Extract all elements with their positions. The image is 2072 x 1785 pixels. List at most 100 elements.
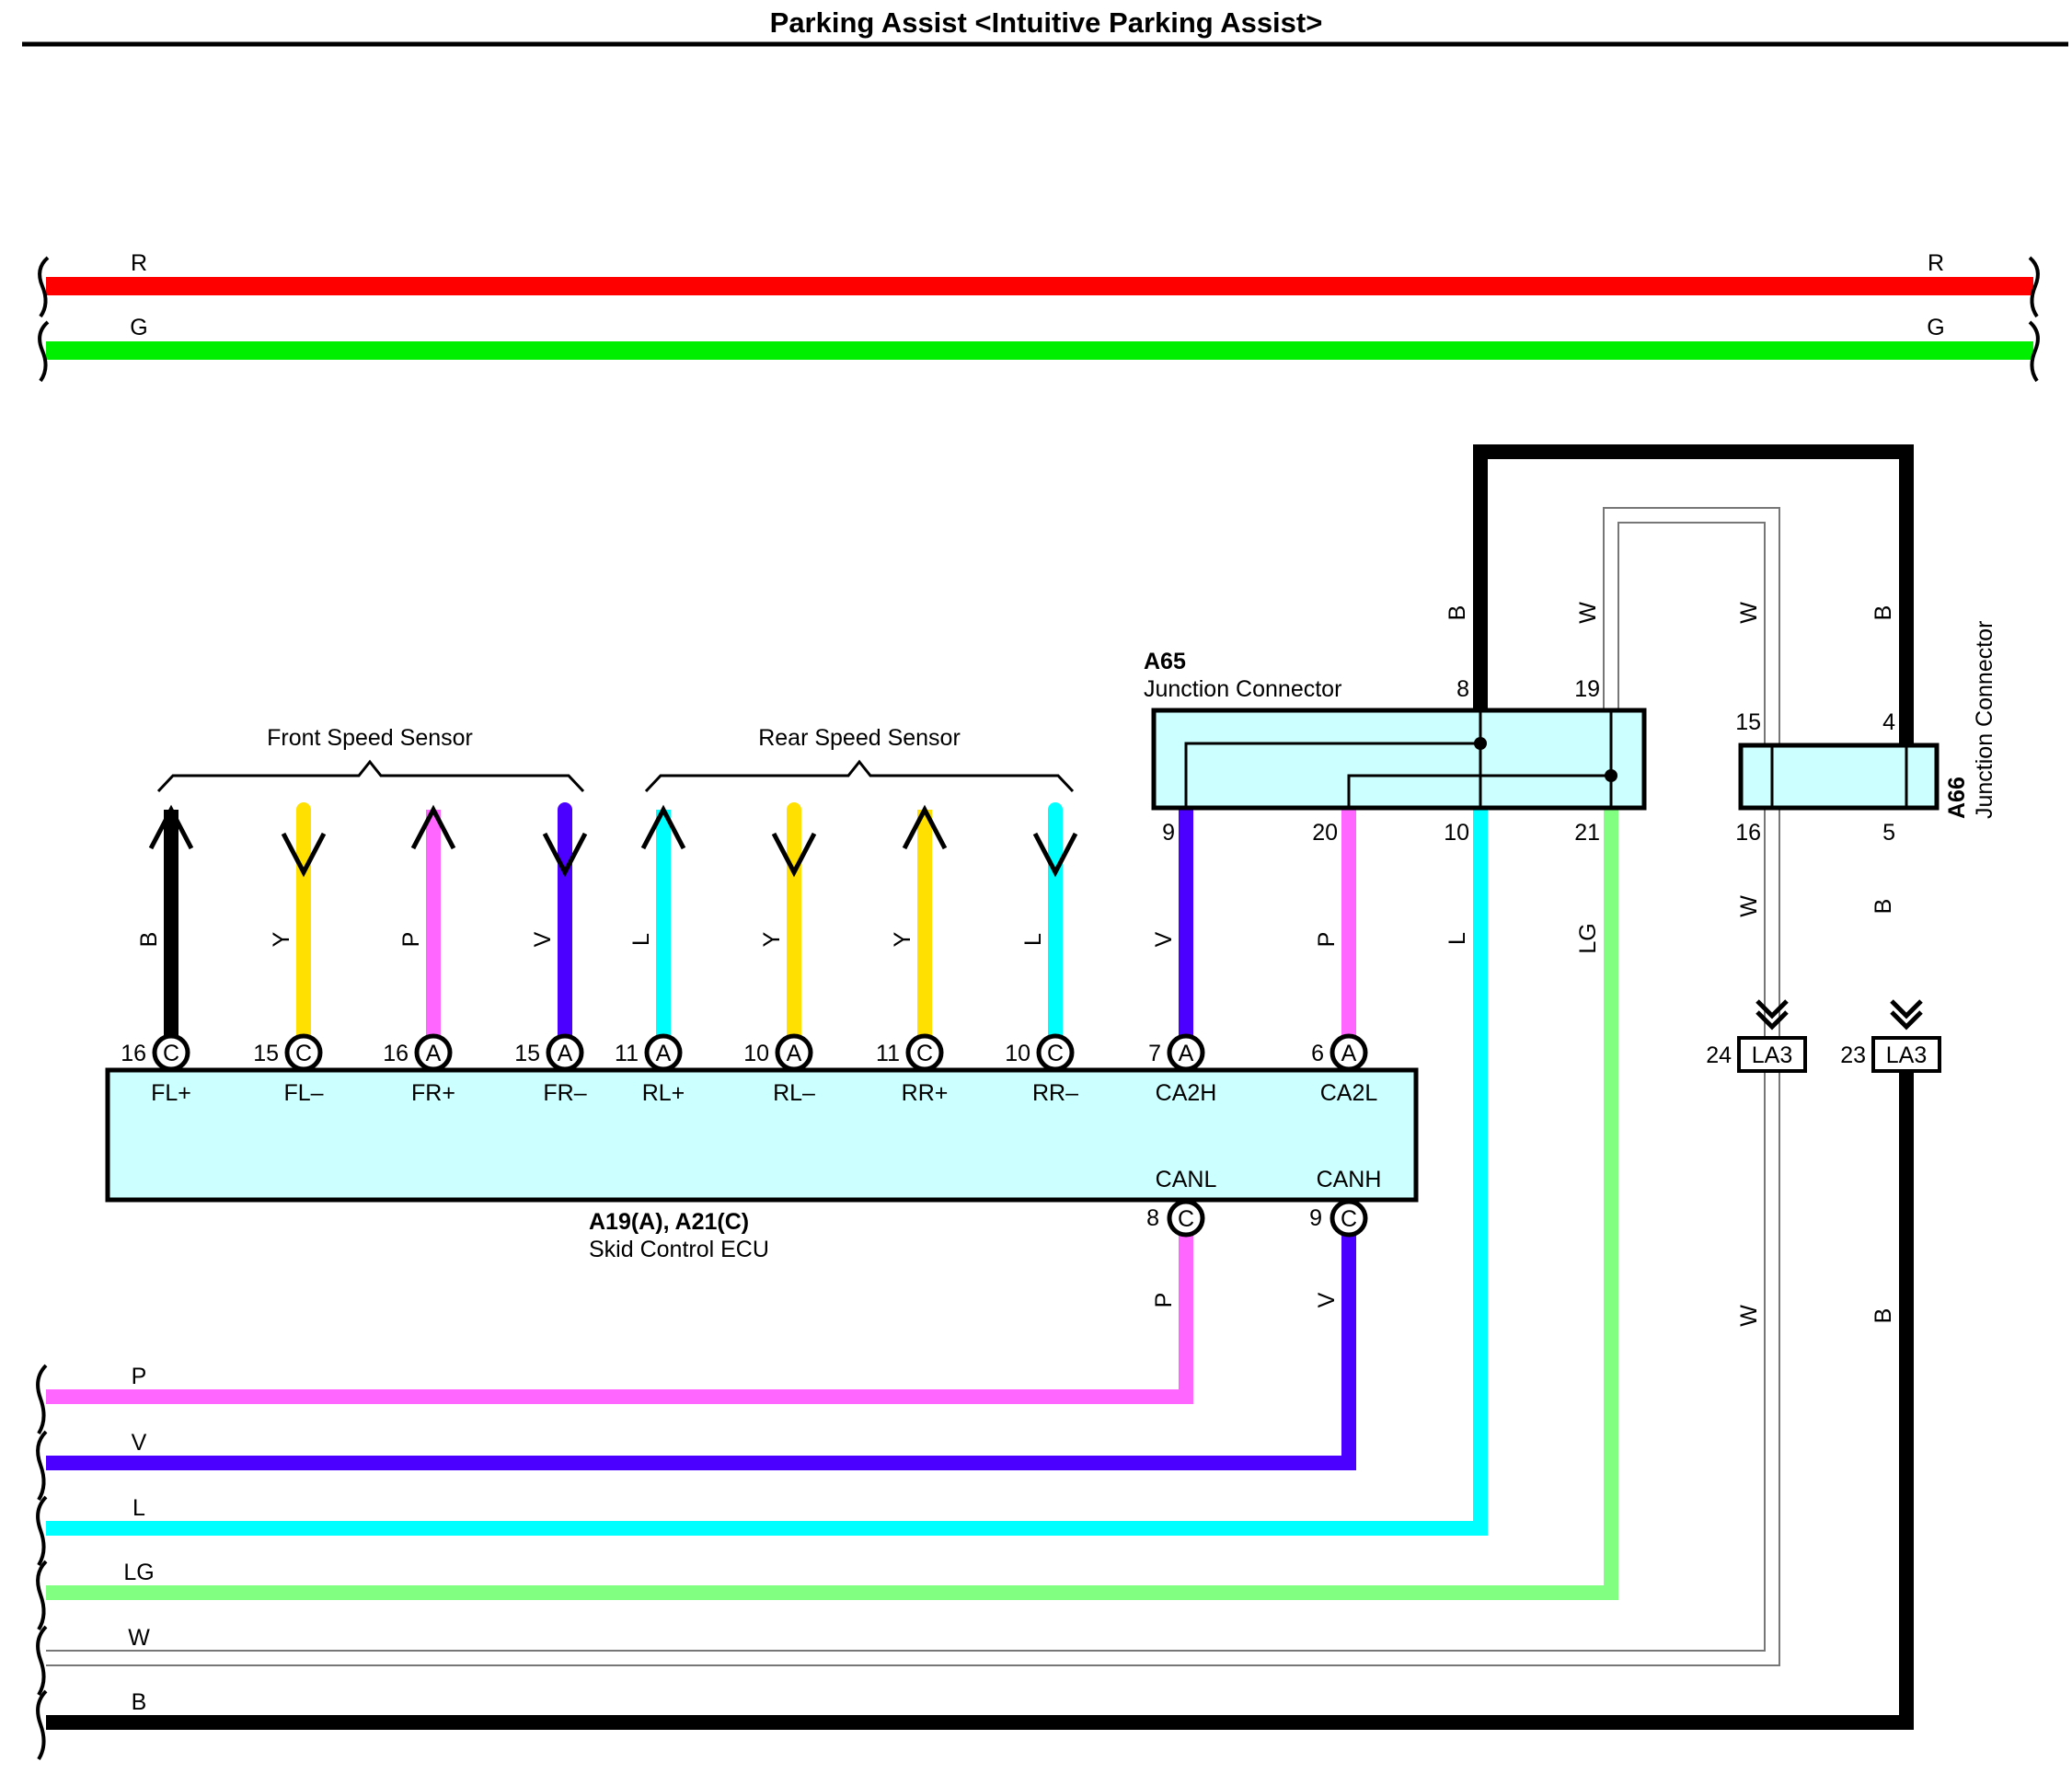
ecu-pin-rr-6-circle: [905, 1033, 944, 1072]
ecu-pin-rl-5-conn: A: [787, 1041, 802, 1066]
top-wire-r: R R: [46, 250, 2033, 295]
ecu-pin-ca2h-8-func: CA2H: [1156, 1080, 1217, 1106]
page-title: Parking Assist <Intuitive Parking Assist…: [770, 6, 1323, 39]
ecu-pin-canl: 8 C P: [1146, 1199, 1205, 1307]
a65-pin-21-wire-code: LG: [1575, 923, 1601, 953]
ecu-pin-fr-2-wire-code: P: [398, 932, 424, 948]
ecu-pin-canh: 9 C V: [1309, 1199, 1368, 1307]
ecu-pin-rl-5-arrow-down: [771, 832, 817, 878]
ecu-pin-rl-5-circle: [775, 1033, 813, 1072]
ecu-pin-fr-2-circle: [414, 1033, 453, 1072]
ecu-pin-rr-6-conn: C: [916, 1041, 933, 1066]
top-wire-g-right-label: G: [1927, 315, 1944, 340]
bottom-wire-l-label: L: [132, 1495, 145, 1521]
a65-splice-dot-b: [1474, 737, 1487, 750]
ecu-pin-rl-5-func: RL–: [773, 1080, 815, 1106]
top-wire-g-left-label: G: [130, 315, 147, 340]
ecu-pin-rl-4-conn: A: [656, 1041, 672, 1066]
a66-pin-15-num: 15: [1735, 709, 1761, 735]
ecu-pin-rl-4-num: 11: [615, 1041, 639, 1066]
front-sensor-brace: [156, 759, 585, 793]
ecu-pin-fl-0-num: 16: [121, 1041, 146, 1066]
a65-link-20: [1347, 774, 1611, 808]
top-wire-g-body: [46, 341, 2033, 360]
ecu-pin-canl-conn: C: [1178, 1206, 1194, 1232]
break-mark-p: [36, 1364, 48, 1435]
ecu-id: A19(A), A21(C): [589, 1209, 749, 1235]
ecu-pin-ca2l-9-conn: A: [1341, 1041, 1357, 1066]
bottom-wire-l: [46, 810, 1488, 1536]
la3-23-box: [1871, 1036, 1941, 1073]
rear-sensor-brace: [644, 759, 1075, 793]
break-mark-lg: [36, 1560, 48, 1631]
ecu-pin-fl-1-conn: C: [295, 1041, 312, 1066]
loop-wire-w: [1605, 509, 1778, 745]
a65-id: A65: [1144, 649, 1186, 674]
bottom-wire-b-label: B: [132, 1689, 147, 1715]
a65-pin-9-num: 9: [1162, 820, 1175, 846]
bottom-wire-v: [46, 1221, 1356, 1470]
ecu-pin-fl-0-func: FL+: [151, 1080, 191, 1106]
ecu-pin-rl-4-func: RL+: [642, 1080, 685, 1106]
ecu-pin-rr-7-wire-code: L: [1020, 933, 1046, 946]
la3-24-box: [1737, 1036, 1807, 1073]
a65-junction-connector-box: [1151, 708, 1647, 811]
ecu-pin-rr-6-arrow-up: [902, 804, 948, 850]
right-wire-w-label: W: [1736, 1305, 1762, 1327]
ecu-pin-fl-1-func: FL–: [283, 1080, 323, 1106]
ecu-pin-ca2l-9-num: 6: [1311, 1041, 1324, 1066]
ecu-pin-fr-2-conn: A: [426, 1041, 442, 1066]
ecu-pin-fl-0-arrow-up: [148, 804, 194, 850]
ecu-pin-rl-5-num: 10: [743, 1041, 769, 1066]
ecu-pin-canh-wire-code: V: [1314, 1292, 1340, 1307]
ecu-pin-ca2h-8-conn: A: [1179, 1041, 1194, 1066]
ecu-pin-ca2h-8-circle: [1167, 1033, 1205, 1072]
bottom-wire-w-label: W: [128, 1625, 150, 1651]
bottom-wire-w: [46, 810, 1778, 1664]
la3-23-num: 23: [1840, 1042, 1866, 1068]
top-wire-r-left-label: R: [131, 250, 147, 276]
ecu-pin-func-canl: CANL: [1156, 1167, 1217, 1192]
ecu-pin-fl-1-wire-code: Y: [269, 931, 294, 947]
la3-24-arrow: [1755, 999, 1789, 1031]
ecu-pin-fr-3-wire-code: V: [530, 931, 556, 947]
rear-sensor-label: Rear Speed Sensor: [758, 725, 961, 751]
ecu-pin-fr-3-func: FR–: [543, 1080, 586, 1106]
break-mark-g-left: [38, 320, 50, 383]
a66-id: A66: [1944, 777, 1970, 819]
ecu-pin-canl-num: 8: [1146, 1205, 1159, 1231]
break-mark-r-right: [2028, 256, 2040, 318]
bottom-wire-lg-label: LG: [123, 1560, 154, 1585]
ecu-pin-fr-2-arrow-up: [410, 804, 456, 850]
ecu-pin-rl-4-circle: [644, 1033, 683, 1072]
ecu-pin-fr-3-circle: [546, 1033, 584, 1072]
a65-internal-links: [1184, 710, 1613, 808]
ecu-pin-fr-3-conn: A: [558, 1041, 573, 1066]
a65-name: Junction Connector: [1144, 676, 1341, 702]
a66-pin-4-num: 4: [1882, 709, 1895, 735]
ecu-pin-rr-7-func: RR–: [1032, 1080, 1078, 1106]
break-mark-g-right: [2028, 320, 2040, 383]
bottom-wire-v-label: V: [132, 1430, 147, 1456]
a65-pin-21-num: 21: [1574, 820, 1600, 846]
ecu-pin-ca2l-9-wire-code: P: [1314, 932, 1340, 948]
break-mark-b: [36, 1689, 48, 1761]
ecu-pin-rr-6-num: 11: [876, 1041, 900, 1066]
ecu-name: Skid Control ECU: [589, 1237, 769, 1262]
bottom-wire-p: [46, 1221, 1193, 1404]
ecu-pin-canh-num: 9: [1309, 1205, 1322, 1231]
ecu-pin-canl-circle: [1167, 1199, 1205, 1238]
ecu-pin-rr-7-circle: [1036, 1033, 1075, 1072]
ecu-pin-rl-4-wire-code: L: [628, 933, 654, 946]
ecu-pin-ca2h-8-wire-code: V: [1151, 931, 1177, 947]
ecu-pin-rl-4-arrow-up: [640, 804, 686, 850]
a66-pin-4-wire-code: B: [1871, 605, 1896, 621]
front-sensor-label: Front Speed Sensor: [267, 725, 473, 751]
top-break-marks: [38, 256, 2040, 383]
a65-pin-19-wire-code: W: [1575, 602, 1601, 624]
sensor-wires: [148, 802, 1356, 1062]
a65-pin-8-num: 8: [1456, 676, 1469, 702]
top-wire-r-body: [46, 277, 2033, 295]
la3-24-num: 24: [1706, 1042, 1732, 1068]
ecu-pin-rr-7-conn: C: [1047, 1041, 1064, 1066]
